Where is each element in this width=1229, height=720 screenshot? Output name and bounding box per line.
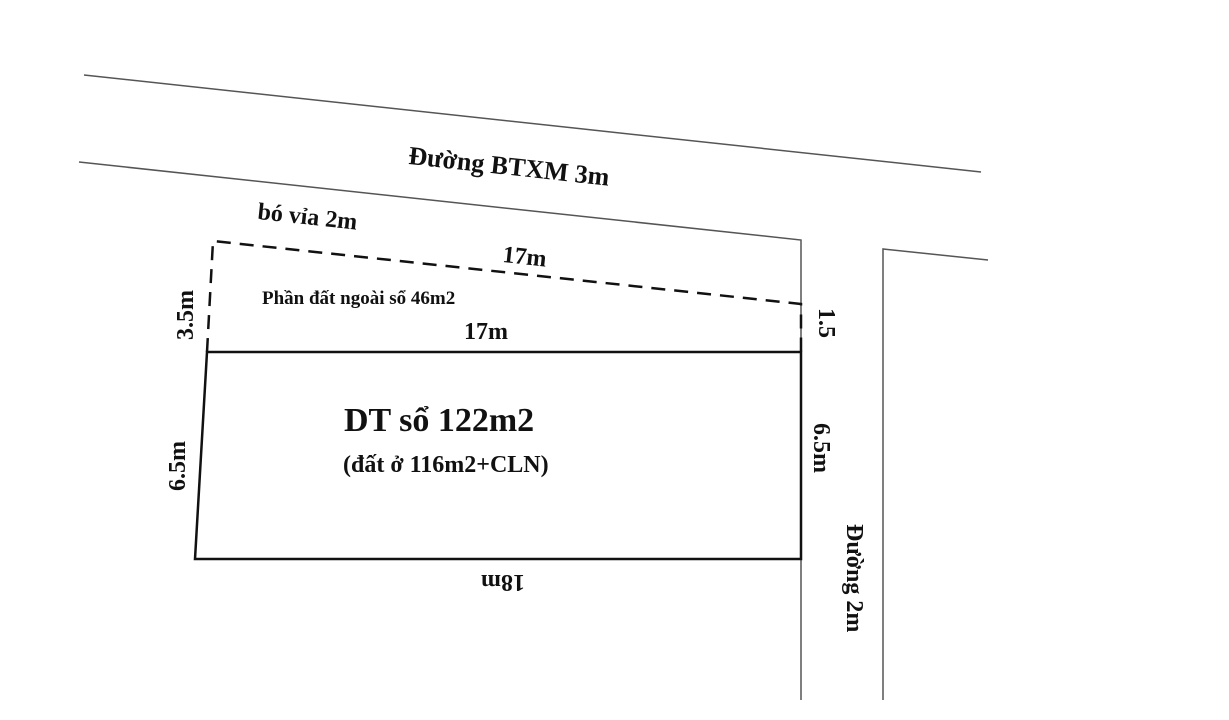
side-road-label: Đường 2m: [841, 524, 867, 633]
main-lot-area-label: DT sổ 122m2: [344, 402, 535, 439]
outside-top-edge-label: 17m: [501, 242, 548, 273]
main-road-edge-top: [83, 74, 982, 173]
outside-left-edge-label: 3.5m: [173, 290, 199, 340]
main-lot-area-detail: (đất ở 116m2+CLN): [343, 452, 549, 478]
outside-area-boundary: [205, 239, 803, 353]
main-right-edge-label: 6.5m: [808, 423, 834, 473]
main-bottom-edge-label: 18m: [481, 569, 525, 595]
main-top-edge-label: 17m: [464, 319, 508, 345]
main-lot-boundary: [193, 350, 803, 561]
main-left-edge-label: 6.5m: [165, 441, 191, 491]
side-road-edge-right: [882, 248, 989, 700]
outside-area-label: Phần đất ngoài sổ 46m2: [262, 288, 456, 309]
outside-right-edge-label: 1.5: [813, 308, 839, 338]
